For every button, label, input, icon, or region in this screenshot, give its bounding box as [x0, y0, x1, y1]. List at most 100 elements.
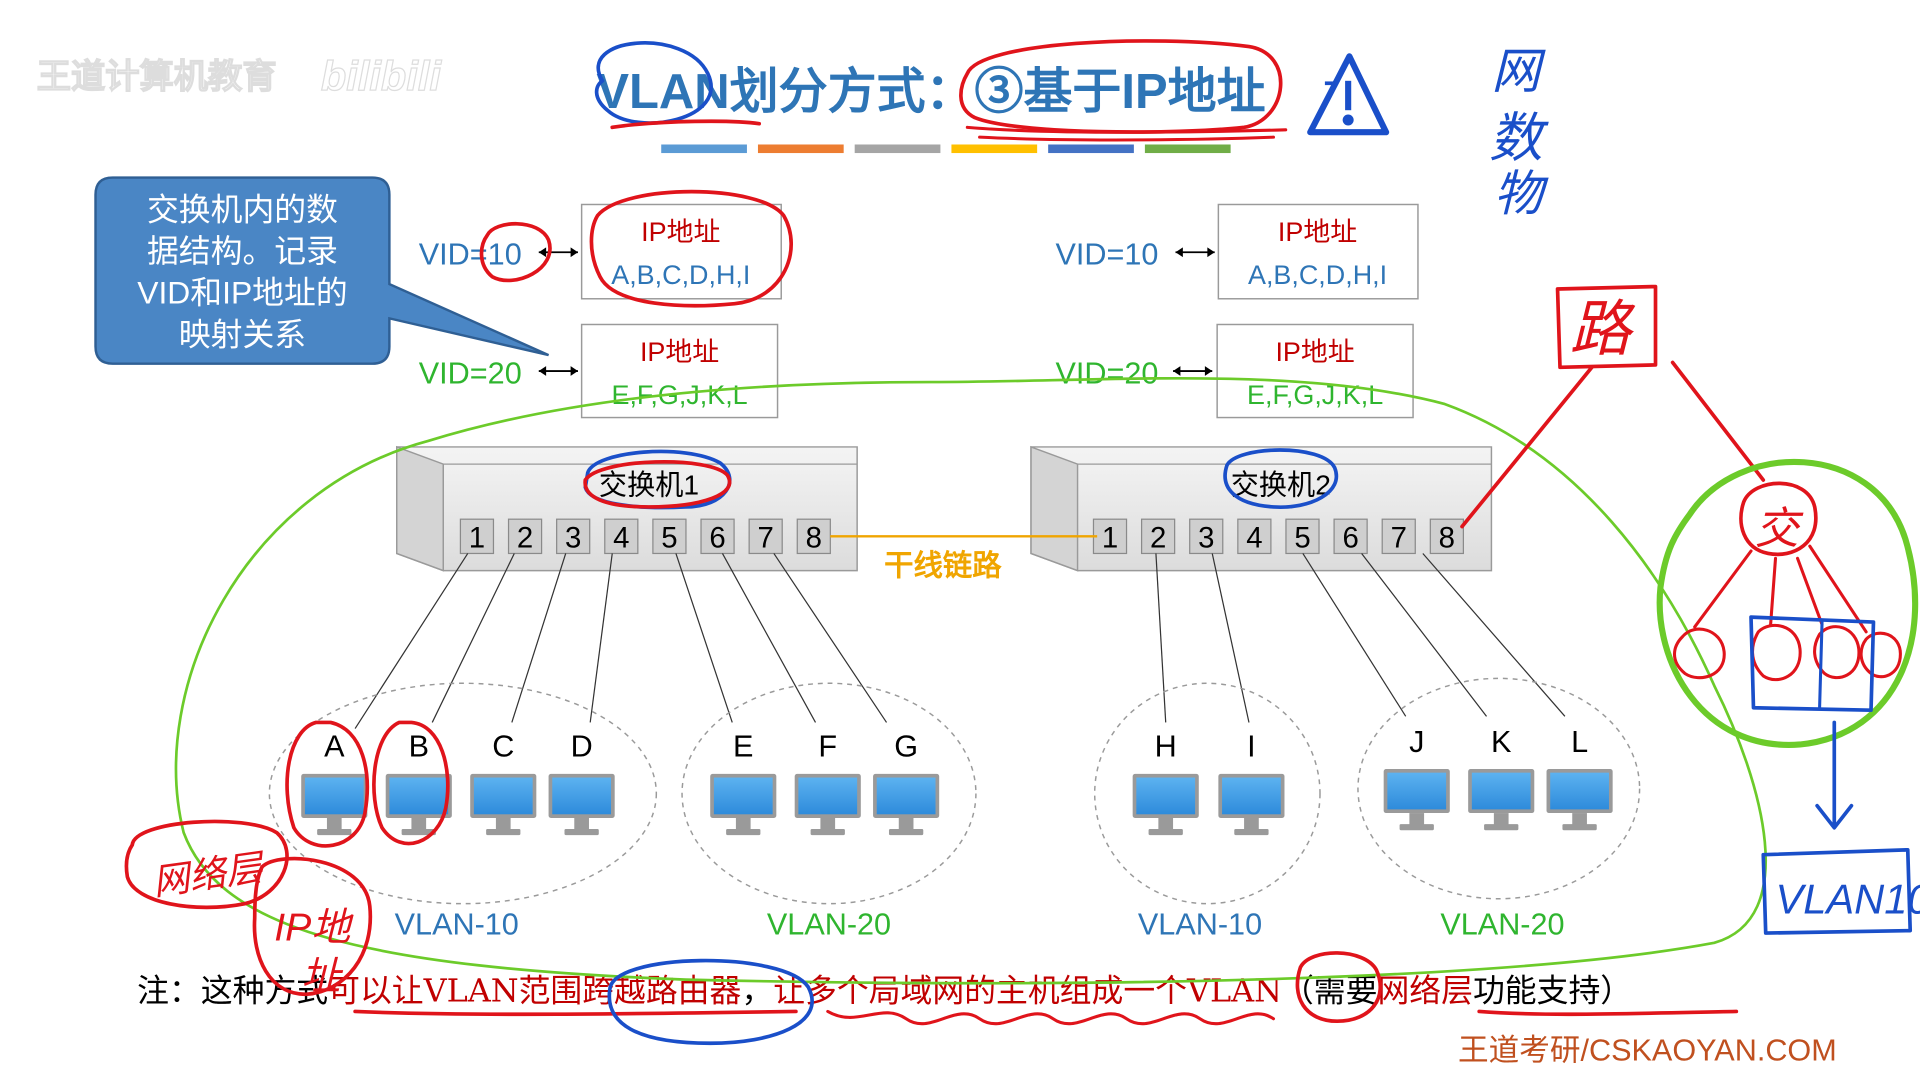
title-method: ③基于IP地址	[974, 65, 1265, 119]
port-number: 1	[1102, 521, 1118, 554]
switch-port	[1285, 518, 1320, 555]
vid-label: VID=20	[1056, 356, 1159, 390]
vlan-groups	[268, 677, 1641, 905]
ink-vlan-divider	[1818, 620, 1824, 710]
ink-circle-switch2	[1223, 448, 1339, 509]
port-number: 8	[806, 521, 822, 554]
trunk-label: 干线链路	[884, 549, 1002, 583]
port-number: 5	[1294, 521, 1310, 554]
ink-ip-addr-1: IP地	[274, 906, 354, 949]
ink-router-down	[1670, 360, 1766, 482]
ink-leaf-3	[1813, 625, 1861, 679]
callout-box: 交换机内的数 据结构。记录 VID和IP地址的 映射关系	[94, 176, 550, 365]
port-number: 5	[661, 521, 677, 554]
host-label: L	[1571, 725, 1588, 759]
switch-port	[1140, 518, 1176, 555]
title-color-bar	[661, 144, 1231, 154]
switch-port	[1333, 518, 1368, 555]
ink-leaf-4	[1859, 631, 1902, 679]
ink-ip-addr-2: 址	[301, 955, 343, 998]
color-bar-segment	[1144, 144, 1231, 154]
ink-underline-method	[965, 125, 1288, 142]
right-vid20-table: VID=20 IP地址 E,F,G,J,K,L	[1056, 323, 1414, 419]
port-number: 2	[517, 521, 533, 554]
group-right-vlan20	[1357, 677, 1641, 900]
ink-circle-cross-router	[607, 958, 814, 1046]
host-l: L	[1546, 725, 1613, 831]
right-vid10-table: VID=10 IP地址 A,B,C,D,H,I	[1056, 203, 1419, 300]
host-label: A	[324, 730, 345, 764]
port-number: 3	[565, 521, 581, 554]
ip-header: IP地址	[641, 217, 720, 247]
port-number: 7	[758, 521, 774, 554]
ink-router-box	[1555, 284, 1658, 370]
ink-char-3: 物	[1494, 168, 1549, 222]
callout-line-2: 据结构。记录	[147, 233, 338, 269]
port-number: 7	[1391, 521, 1407, 554]
group-label-right-vlan10: VLAN-10	[1138, 907, 1262, 941]
host-b: B	[385, 730, 452, 836]
vid-label: VID=10	[1056, 237, 1159, 271]
group-label-left-vlan20: VLAN-20	[767, 907, 891, 941]
group-left-vlan10	[268, 682, 658, 905]
port-number: 2	[1150, 521, 1166, 554]
ink-green-loop	[174, 376, 1768, 985]
port-number: 8	[1439, 521, 1455, 554]
ink-circle-ip-table	[589, 189, 794, 308]
host-a: A	[301, 730, 368, 836]
host-label: K	[1491, 725, 1512, 759]
host-label: B	[409, 730, 429, 764]
host-label: H	[1155, 730, 1177, 764]
ink-circle-vlan	[594, 41, 713, 125]
bilibili-logo: bilibili	[321, 53, 443, 100]
port-number: 4	[613, 521, 629, 554]
hosts: A B C D E F G H I J K L	[301, 725, 1613, 836]
port-number: 6	[709, 521, 725, 554]
footer-brand: 王道考研/CSKAOYAN.COM	[1458, 1033, 1837, 1067]
ip-hosts: E,F,G,J,K,L	[612, 380, 748, 410]
ink-underline-support	[1477, 1009, 1739, 1017]
ink-down-arrow	[1815, 720, 1854, 830]
switch-port	[1237, 518, 1272, 555]
port-number: 3	[1198, 521, 1214, 554]
title-middle: 划分方式：	[730, 65, 975, 119]
ink-char-1: 网	[1491, 45, 1546, 99]
ink-circle-host-b	[372, 720, 450, 846]
switch-port	[700, 518, 735, 555]
host-k: K	[1468, 725, 1535, 831]
callout-line-1: 交换机内的数	[147, 191, 338, 227]
ip-header: IP地址	[1278, 217, 1357, 247]
color-bar-segment	[854, 144, 941, 154]
color-bar-segment	[1048, 144, 1134, 154]
ink-router-label: 路	[1570, 295, 1636, 363]
host-d: D	[548, 730, 615, 836]
ink-switch-branches	[1693, 544, 1868, 634]
ink-underline-vlan	[610, 119, 762, 130]
host-label: E	[733, 730, 753, 764]
ink-circle-host-a	[285, 720, 370, 848]
group-labels: VLAN-10 VLAN-20 VLAN-10 VLAN-20	[395, 907, 1565, 941]
ink-circle-switch1-red	[583, 459, 732, 509]
ink-green-circle	[1656, 458, 1919, 748]
color-bar-segment	[661, 144, 747, 154]
ink-circle-method	[959, 39, 1283, 134]
host-f: F	[794, 730, 861, 836]
switch-label: 交换机1	[599, 470, 699, 501]
switch-port	[556, 518, 591, 555]
note: 注：这种方式可以让VLAN范围跨越路由器，让多个局域网的主机组成一个VLAN（需…	[137, 972, 1632, 1010]
host-j: J	[1383, 725, 1450, 831]
warning-icon	[1307, 53, 1390, 136]
switch-port	[604, 518, 639, 555]
ip-hosts: A,B,C,D,H,I	[1248, 260, 1387, 290]
ip-header: IP地址	[640, 337, 719, 367]
ink-vlan-box	[1761, 847, 1913, 935]
ip-hosts: E,F,G,J,K,L	[1247, 380, 1383, 410]
host-label: D	[571, 730, 593, 764]
host-g: G	[873, 730, 940, 836]
ip-hosts: A,B,C,D,H,I	[611, 260, 750, 290]
